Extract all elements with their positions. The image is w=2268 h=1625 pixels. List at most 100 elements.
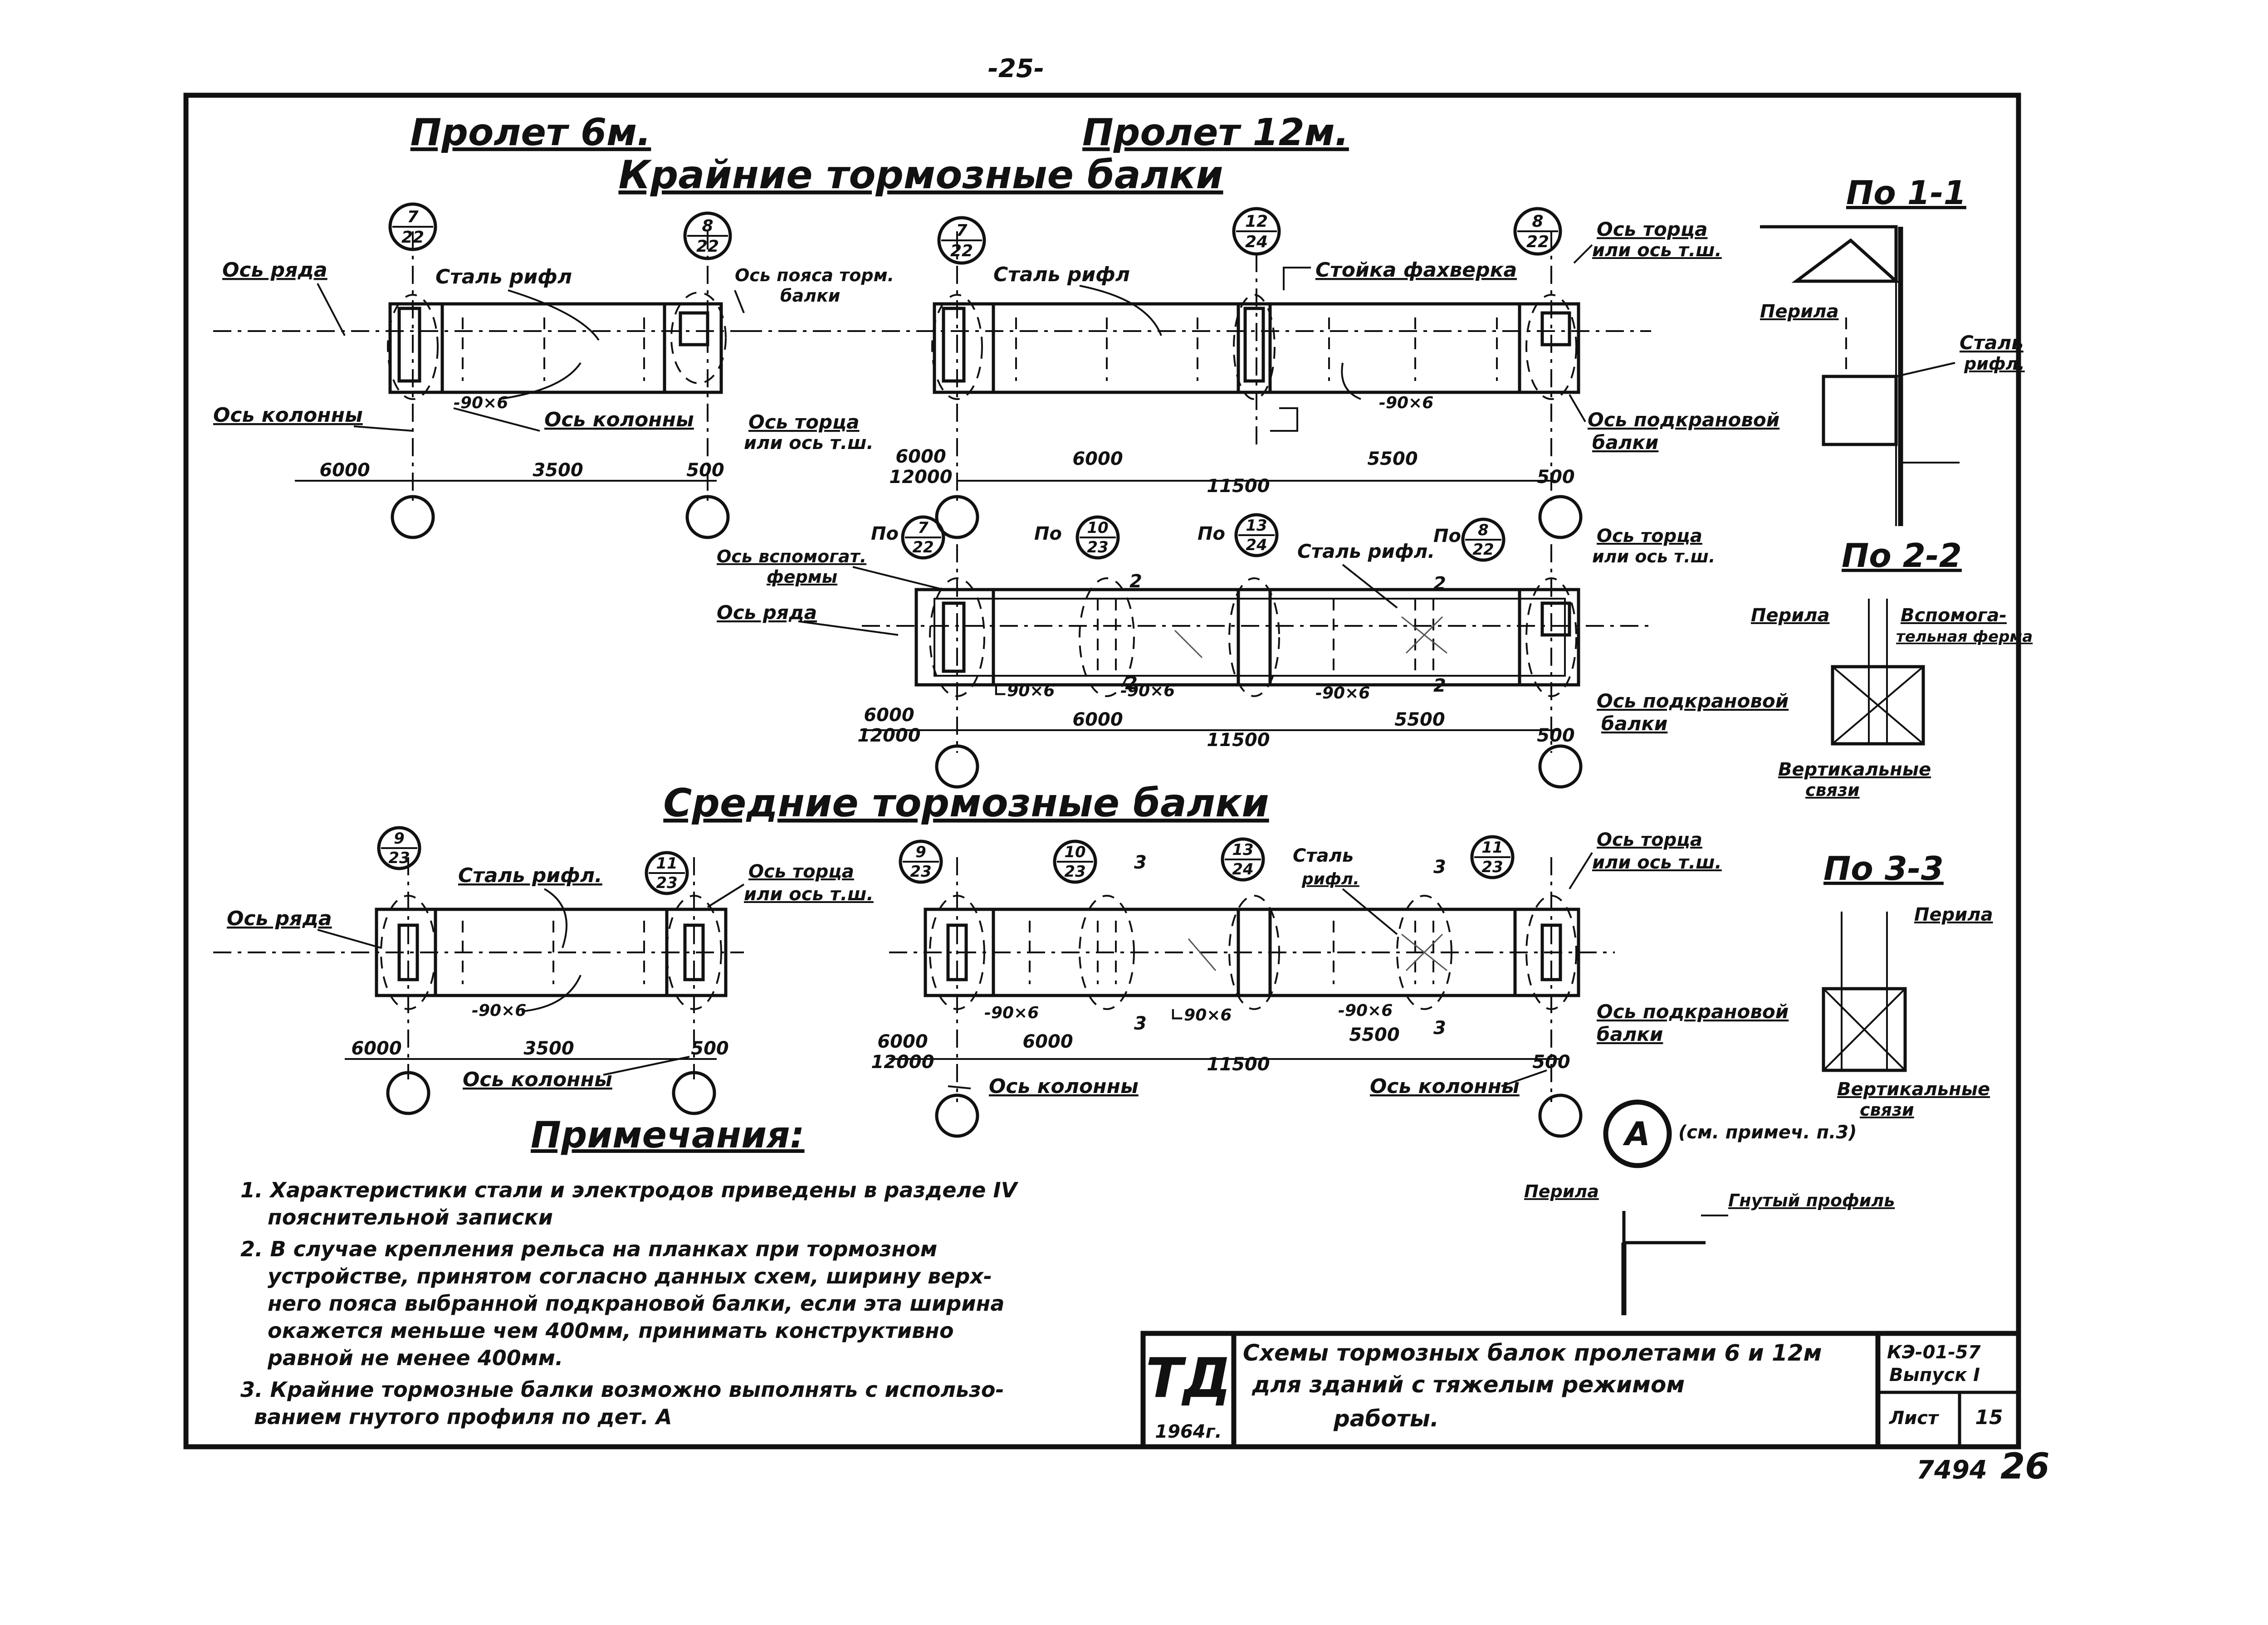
svg-text:11: 11 bbox=[1481, 839, 1503, 857]
edge-beam-12m-plan-second bbox=[862, 544, 1651, 753]
svg-text:22: 22 bbox=[401, 228, 424, 247]
note-1b: пояснительной записки bbox=[268, 1205, 553, 1230]
archive-number: 7494 bbox=[1916, 1455, 1987, 1485]
axis-bubble-5 bbox=[935, 744, 979, 789]
label-plate-b: -90×6 bbox=[1379, 394, 1433, 412]
axis-bubble-9 bbox=[935, 1093, 979, 1138]
label-belt-axis-line2: балки bbox=[780, 286, 840, 306]
label-column-axis-c: Ось колонны bbox=[463, 1068, 612, 1091]
label-railing-3: Перила bbox=[1914, 904, 1993, 925]
svg-text:7: 7 bbox=[956, 221, 967, 240]
label-angle-a: ∟90×6 bbox=[993, 682, 1055, 700]
label-steel-rifl-a: Сталь рифл bbox=[435, 265, 572, 288]
label-column-axis-b: Ось колонны bbox=[544, 408, 694, 431]
svg-text:23: 23 bbox=[1481, 858, 1503, 876]
notes-body: 1. Характеристики стали и электродов при… bbox=[240, 1178, 1019, 1429]
label-plate-g: -90×6 bbox=[1338, 1001, 1393, 1020]
callout-7-22-c: 7 22 bbox=[901, 515, 945, 560]
dim-6000-f: 6000 bbox=[351, 1038, 401, 1059]
label-aux-truss-2: фермы bbox=[767, 567, 837, 587]
dim-5500-e: 5500 bbox=[1394, 709, 1445, 730]
callout-10-23-a: 10 23 bbox=[1075, 515, 1120, 560]
callout-10-23-b: 10 23 bbox=[1053, 839, 1097, 884]
svg-text:8: 8 bbox=[1532, 212, 1543, 231]
callout-7-22-a: 7 22 bbox=[388, 202, 437, 251]
title-line-a: Схемы тормозных балок пролетами 6 и 12м bbox=[1243, 1340, 1822, 1366]
label-plate-f: -90×6 bbox=[984, 1004, 1039, 1022]
dim-6000-g: 6000 bbox=[877, 1031, 928, 1052]
dim-500-e: 500 bbox=[1537, 725, 1575, 746]
note-3b: ванием гнутого профиля по дет. А bbox=[254, 1405, 672, 1429]
svg-text:10: 10 bbox=[1064, 843, 1085, 861]
label-crane-beam-b1: Ось подкрановой bbox=[1597, 690, 1789, 712]
label-end-axis-d2: или ось т.ш. bbox=[744, 884, 874, 905]
section-1-1-drawing bbox=[1760, 225, 1960, 526]
callout-8-22-b: 8 22 bbox=[1513, 207, 1562, 256]
label-row-axis-a: Ось ряда bbox=[222, 259, 327, 282]
label-end-axis-b2: или ось т.ш. bbox=[1592, 240, 1722, 261]
label-row-axis-b: Ось ряда bbox=[717, 601, 817, 624]
svg-text:22: 22 bbox=[1472, 541, 1494, 559]
label-po-2: По bbox=[1034, 523, 1062, 544]
label-end-axis-e1: Ось торца bbox=[1597, 830, 1702, 850]
dim-500-a: 500 bbox=[686, 460, 724, 481]
label-end-axis-d1: Ось торца bbox=[748, 861, 854, 882]
label-aux-truss-a: Вспомога- bbox=[1901, 605, 2007, 626]
callout-9-23-a: 9 23 bbox=[377, 826, 421, 870]
callout-13-24-b: 13 24 bbox=[1221, 837, 1265, 882]
heading-span-6m: Пролет 6м. bbox=[411, 111, 651, 154]
dim-3500-f: 3500 bbox=[523, 1038, 574, 1059]
callout-9-23-b: 9 23 bbox=[899, 839, 943, 884]
label-end-axis-a1: Ось торца bbox=[748, 411, 860, 433]
svg-text:9: 9 bbox=[394, 830, 405, 848]
sheet-frame bbox=[183, 93, 2021, 1449]
label-crane-beam-a1: Ось подкрановой bbox=[1588, 409, 1779, 431]
svg-text:8: 8 bbox=[702, 217, 713, 235]
dim-6000-h: 6000 bbox=[1022, 1031, 1073, 1052]
cut-mark-2b: 2 bbox=[1433, 573, 1446, 594]
label-end-axis-c1: Ось торца bbox=[1597, 526, 1702, 547]
dimension-line-second: 6000 12000 6000 5500 11500 500 bbox=[857, 705, 1574, 751]
svg-text:24: 24 bbox=[1246, 536, 1267, 554]
edge-beam-12m-plan-top bbox=[744, 231, 1651, 503]
dimension-line-third-b: 6000 12000 6000 5500 11500 500 bbox=[871, 1025, 1570, 1075]
svg-text:11: 11 bbox=[656, 854, 677, 873]
label-plate-d: -90×6 bbox=[1315, 684, 1370, 703]
label-column-axis-e: Ось колонны bbox=[1370, 1075, 1520, 1098]
dim-12000-g: 12000 bbox=[871, 1052, 934, 1073]
label-belt-axis-line1: Ось пояса торм. bbox=[735, 265, 894, 285]
label-vert-bracing-a2: связи bbox=[1805, 780, 1860, 800]
dim-6000-a: 6000 bbox=[319, 460, 370, 481]
axis-bubble-3 bbox=[935, 495, 979, 539]
dim-3500-a: 3500 bbox=[533, 460, 583, 481]
label-railing-1: Перила bbox=[1760, 301, 1839, 322]
section-2-2-drawing bbox=[1831, 599, 1925, 746]
label-end-axis-e2: или ось т.ш. bbox=[1592, 852, 1722, 873]
svg-text:8: 8 bbox=[1478, 521, 1489, 539]
dim-6000-b: 6000 bbox=[895, 446, 946, 467]
label-crane-beam-a2: балки bbox=[1592, 431, 1658, 454]
label-crane-beam-c2: балки bbox=[1597, 1023, 1663, 1045]
dim-500-f: 500 bbox=[691, 1038, 729, 1059]
callout-13-24-a: 13 24 bbox=[1234, 513, 1279, 557]
dim-6000-d: 6000 bbox=[864, 705, 914, 726]
detail-a-letter: А bbox=[1623, 1115, 1650, 1153]
callout-8-22-a: 8 22 bbox=[683, 211, 732, 260]
label-end-axis-b1: Ось торца bbox=[1597, 218, 1708, 240]
axis-bubble-4 bbox=[1538, 495, 1583, 539]
label-row-axis-c: Ось ряда bbox=[227, 907, 332, 930]
svg-text:22: 22 bbox=[696, 237, 719, 256]
dim-500-h: 500 bbox=[1532, 1052, 1570, 1073]
title-year: 1964г. bbox=[1155, 1421, 1222, 1442]
callout-11-23-b: 11 23 bbox=[1470, 835, 1515, 879]
label-railing-4: Перила bbox=[1524, 1181, 1599, 1201]
cut-mark-2a: 2 bbox=[1129, 571, 1142, 592]
svg-text:22: 22 bbox=[912, 538, 934, 556]
axis-bubble-10 bbox=[1538, 1093, 1583, 1138]
svg-text:23: 23 bbox=[1087, 538, 1108, 556]
svg-text:13: 13 bbox=[1246, 517, 1267, 535]
svg-text:22: 22 bbox=[950, 242, 973, 260]
heading-edge-beams: Крайние тормозные балки bbox=[618, 152, 1223, 198]
svg-text:24: 24 bbox=[1245, 233, 1268, 251]
